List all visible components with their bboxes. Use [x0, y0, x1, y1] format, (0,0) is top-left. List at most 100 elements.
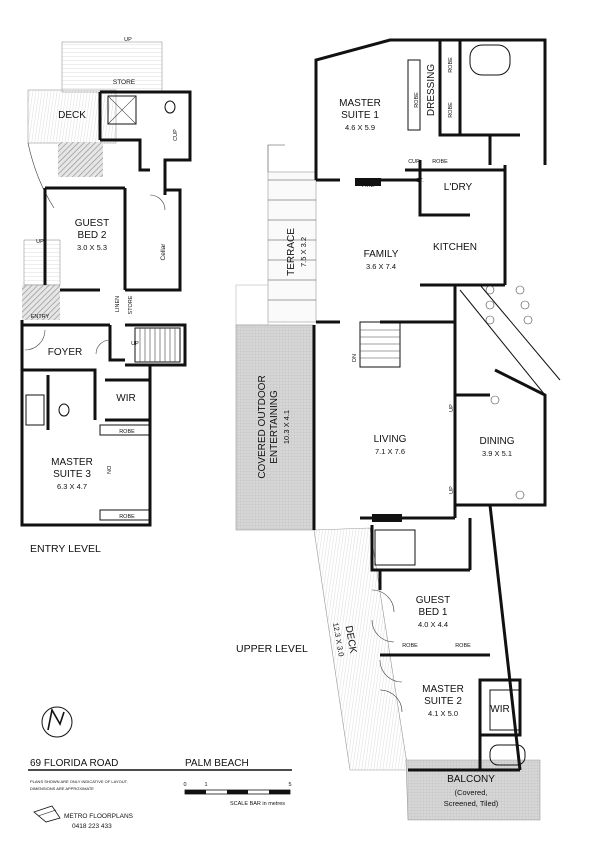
address-text: 69 FLORIDA ROAD — [30, 758, 118, 769]
covered-entertaining-line2: ENTERTAINING — [269, 390, 280, 464]
entry-dn-label: DN — [105, 466, 111, 474]
linen-label: LINEN — [115, 296, 121, 312]
guest-bed1-dim: 4.0 X 4.4 — [418, 620, 448, 629]
entry-toilet — [164, 100, 176, 114]
robe-g1-right-label: ROBE — [455, 643, 471, 649]
entry-level-title: ENTRY LEVEL — [30, 543, 101, 555]
master-suite2-name: MASTER — [422, 684, 464, 695]
ensuite2-bath — [489, 744, 526, 766]
fireplace-living — [372, 514, 402, 522]
living-label: LIVING — [374, 434, 407, 445]
laundry-label: L'DRY — [444, 182, 473, 193]
scale-0: 0 — [183, 782, 186, 788]
scale-label: SCALE BAR in metres — [230, 801, 285, 807]
dressing-robe-unit — [407, 59, 421, 131]
foyer-up-label: UP — [131, 341, 139, 347]
entry-store-top-label: STORE — [113, 79, 136, 86]
living-dim: 7.1 X 7.6 — [375, 447, 405, 456]
balcony-area — [405, 759, 541, 821]
robe-g1-left-label: ROBE — [402, 643, 418, 649]
balcony-sub1: (Covered, — [455, 788, 488, 797]
robe-ms1-top-label: ROBE — [448, 57, 454, 73]
family-dim: 3.6 X 7.4 — [366, 262, 396, 271]
master-suite1-dim: 4.6 X 5.9 — [345, 123, 375, 132]
master-suite3-dim: 6.3 X 4.7 — [57, 482, 87, 491]
upper-wir-label: WIR — [490, 704, 509, 715]
upper-level-title: UPPER LEVEL — [236, 643, 308, 655]
scale-bar — [184, 789, 291, 795]
robe-ldry-label: ROBE — [432, 159, 448, 165]
suburb-text: PALM BEACH — [185, 758, 249, 769]
terrace-label: TERRACE — [286, 228, 297, 276]
terrace-dim: 7.5 X 3.2 — [299, 237, 308, 267]
entry-up-label-side: UP — [36, 239, 44, 245]
foyer-stair — [134, 327, 181, 363]
balcony-label: BALCONY — [447, 774, 495, 785]
scale-1: 1 — [204, 782, 207, 788]
dining-dim: 3.9 X 5.1 — [482, 449, 512, 458]
entry-basin — [58, 403, 70, 417]
covered-entertaining-dim: 10.3 X 4.1 — [282, 410, 291, 444]
master-suite3-name2: SUITE 3 — [53, 469, 91, 480]
entry-up-label-top: UP — [124, 37, 132, 43]
entry-cup-label: CUP — [173, 129, 179, 141]
guest-bed1-name: GUEST — [416, 595, 450, 606]
dining-chairs — [485, 285, 533, 500]
covered-outdoor-area — [235, 324, 315, 531]
foyer-label: FOYER — [48, 347, 82, 358]
master-suite1-name: MASTER — [339, 98, 381, 109]
metro-floorplans-logo — [33, 805, 61, 823]
master-suite2-dim: 4.1 X 5.0 — [428, 709, 458, 718]
upper-deck-area — [313, 527, 409, 771]
guest-bed2-name: GUEST — [75, 218, 109, 229]
ensuite2-shower — [489, 689, 521, 731]
north-compass-icon — [41, 706, 73, 738]
entry-robe-top-label: ROBE — [119, 429, 135, 435]
dining-label: DINING — [480, 436, 515, 447]
kitchen-label: KITCHEN — [433, 242, 477, 253]
hatched-landing-entry — [22, 285, 60, 320]
robe-dressing-label: ROBE — [414, 92, 420, 108]
disclaimer-line1: PLANS SHOWN ARE ONLY INDICATIVE OF LAYOU… — [30, 779, 128, 784]
entry-top-stairs — [61, 41, 163, 93]
entry-wir-label: WIR — [116, 393, 135, 404]
robe-ms1-bottom-label: ROBE — [448, 102, 454, 118]
entry-deck-label: DECK — [58, 110, 86, 121]
entry-robe-bottom-label: ROBE — [119, 514, 135, 520]
entry-label: ENTRY — [31, 314, 50, 320]
disclaimer-line2: DIMENSIONS ARE APPROXIMATE — [30, 786, 94, 791]
upper-stair — [359, 321, 401, 368]
scale-5: 5 — [288, 782, 291, 788]
upper-level-plan: MASTER SUITE 1 4.6 X 5.9 DRESSING ROBE R… — [235, 38, 561, 821]
cup-upper-label: CUP — [408, 159, 420, 165]
balcony-sub2: Screened, Tiled) — [444, 799, 499, 808]
fireplace-top — [355, 178, 381, 186]
covered-entertaining-line1: COVERED OUTDOOR — [257, 375, 268, 478]
dining-up-label2: UP — [449, 486, 455, 494]
entry-level-plan: DECK STORE GUEST BED 2 3.0 X 5.3 Cellar … — [20, 37, 192, 555]
guest-bed2-name2: BED 2 — [78, 230, 107, 241]
ensuite-g1-shower — [374, 529, 416, 566]
ensuite1-bath — [469, 44, 511, 76]
dining-up-label: UP — [449, 404, 455, 412]
fire-top-label: FIRE — [362, 183, 375, 189]
entry-side-stairs — [23, 239, 61, 286]
terrace-area — [267, 171, 317, 323]
hatched-landing-top — [58, 142, 103, 177]
master-suite3-name: MASTER — [51, 457, 93, 468]
family-label: FAMILY — [364, 249, 399, 260]
guest-bed2-dim: 3.0 X 5.3 — [77, 243, 107, 252]
st-label: ST. — [416, 178, 424, 184]
upper-deck-label: DECK — [343, 625, 359, 655]
company-phone: 0418 223 433 — [72, 823, 112, 830]
title-block: 69 FLORIDA ROAD PALM BEACH PLANS SHOWN A… — [28, 706, 292, 830]
store-mid-label: STORE — [128, 295, 134, 314]
upper-dn-label: DN — [352, 354, 358, 362]
entry-bathtub — [25, 394, 45, 426]
dressing-label: DRESSING — [426, 64, 437, 116]
cellar-label: Cellar — [160, 243, 167, 261]
company-name: METRO FLOORPLANS — [64, 813, 134, 820]
guest-bed1-name2: BED 1 — [419, 607, 448, 618]
master-suite2-name2: SUITE 2 — [424, 696, 462, 707]
